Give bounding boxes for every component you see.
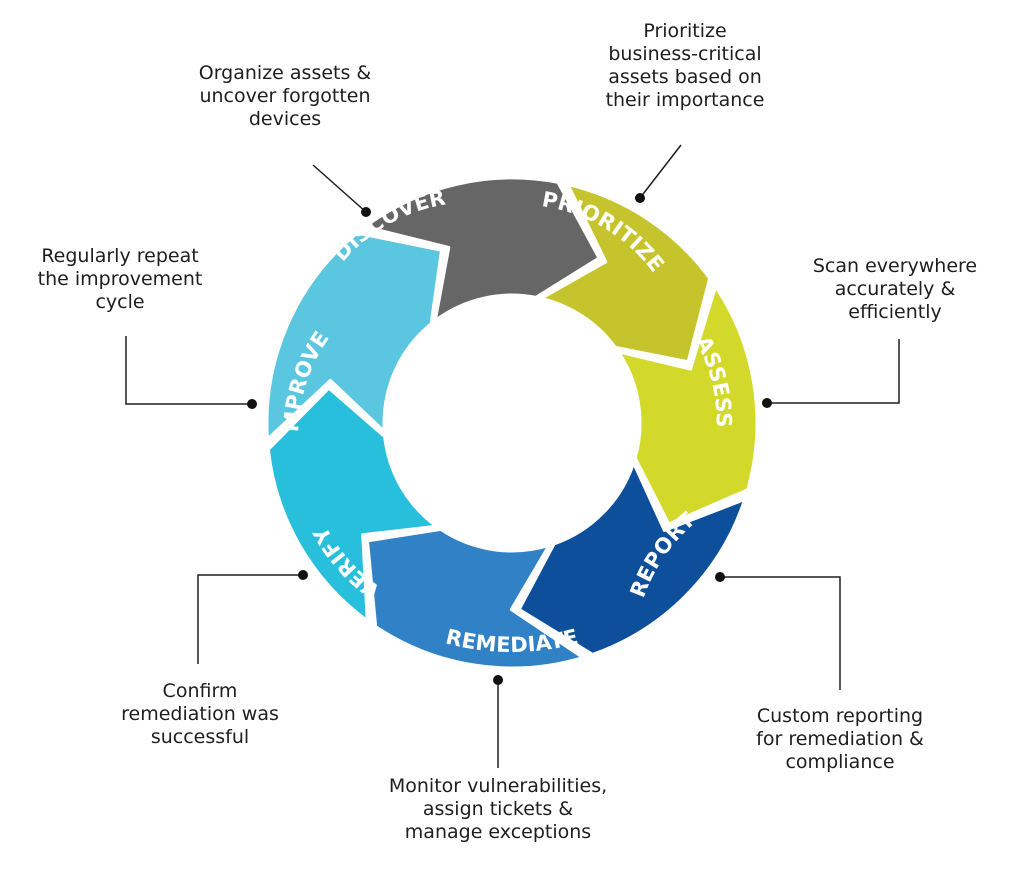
segment-report [517,461,747,656]
callout-dot [247,399,257,409]
description-remediate: Monitor vulnerabilities, assign tickets … [388,775,608,843]
description-discover: Organize assets & uncover forgotten devi… [198,62,372,130]
callout-dot [493,675,503,685]
callout-improve [125,336,257,409]
callout-dot [361,207,371,217]
callout-dot [715,572,725,582]
callout-verify [197,570,308,664]
description-prioritize: Prioritize business-critical assets base… [605,20,765,111]
description-report: Custom reporting for remediation & compl… [756,705,924,773]
segment-improve [265,231,443,441]
segment-discover [363,176,601,322]
segment-prioritize [539,183,712,364]
segment-verify [266,386,438,623]
segment-remediate [366,527,585,670]
callout-dot [635,193,645,203]
callout-dot [298,570,308,580]
segment-assess [616,285,759,526]
callout-report [715,572,841,690]
callout-prioritize [635,144,682,203]
description-verify: Confirm remediation was successful [121,680,279,748]
callout-discover [312,164,371,217]
callout-dot [762,398,772,408]
description-improve: Regularly repeat the improvement cycle [37,245,203,313]
description-assess: Scan everywhere accurately & efficiently [812,255,978,323]
callout-remediate [493,675,503,768]
callout-assess [762,339,900,408]
